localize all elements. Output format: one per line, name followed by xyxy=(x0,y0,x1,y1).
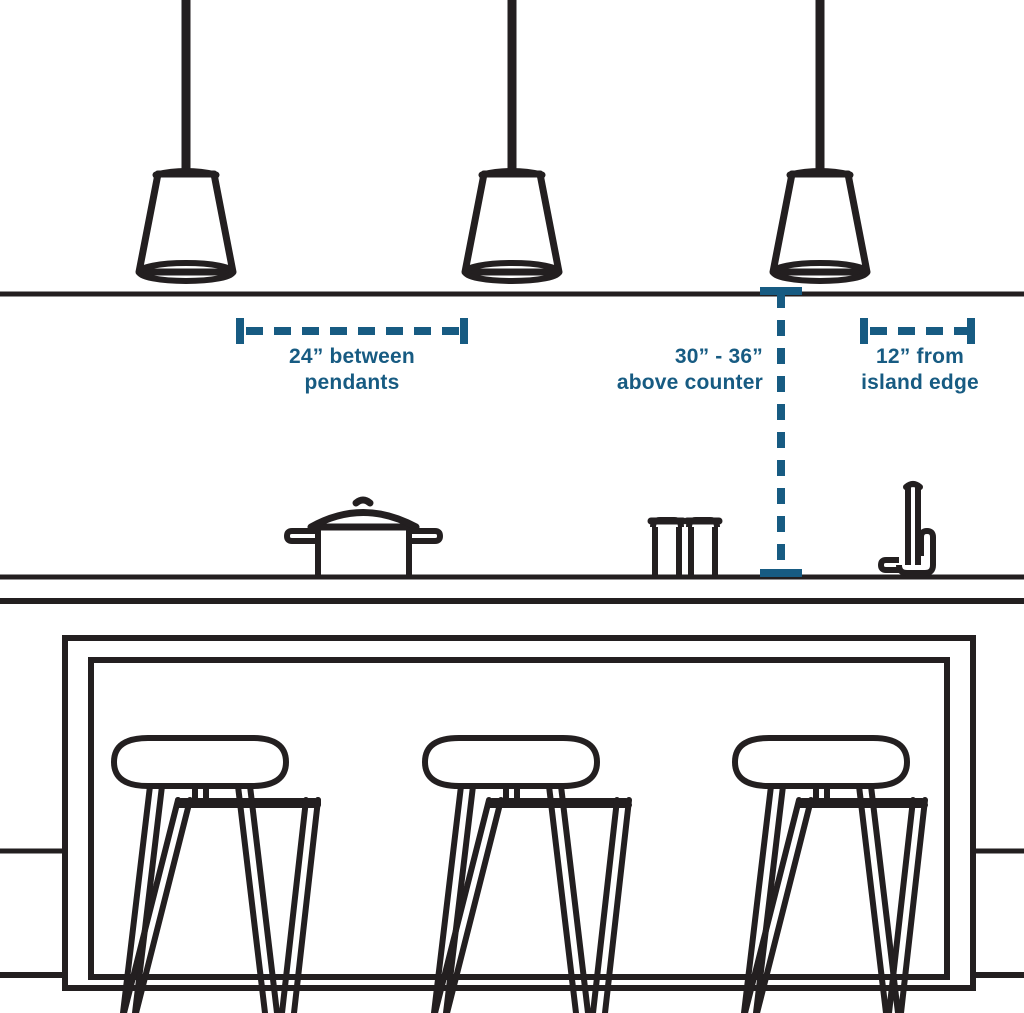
measure-line-above-counter xyxy=(760,287,802,577)
label-between-pendants-line2: pendants xyxy=(304,371,400,394)
kitchen-faucet xyxy=(878,481,936,576)
label-above-counter-line1: 30” - 36” xyxy=(674,345,763,368)
label-island-edge-line1: 12” from xyxy=(876,345,964,368)
salt-shaker xyxy=(647,517,687,576)
label-island-edge-line2: island edge xyxy=(861,371,979,394)
measure-line-island-edge xyxy=(860,318,975,344)
label-between-pendants-line1: 24” between xyxy=(289,345,415,368)
island-outer-panel xyxy=(62,635,976,991)
island-inner-panel xyxy=(88,657,950,980)
bar-stool-3 xyxy=(732,735,928,1013)
stock-pot xyxy=(284,496,443,576)
label-above-counter: 30” - 36” above counter xyxy=(563,344,763,396)
label-island-edge: 12” from island edge xyxy=(845,344,995,396)
bar-stool-2 xyxy=(422,735,632,1013)
pendant-light-2 xyxy=(461,0,563,284)
label-above-counter-line2: above counter xyxy=(616,371,763,394)
pendant-light-1 xyxy=(135,0,237,284)
pepper-shaker xyxy=(683,517,723,576)
measure-line-between-pendants xyxy=(236,318,468,344)
bar-stool-1 xyxy=(111,735,321,1013)
label-between-pendants: 24” between pendants xyxy=(222,344,482,396)
pendant-light-3 xyxy=(769,0,871,284)
